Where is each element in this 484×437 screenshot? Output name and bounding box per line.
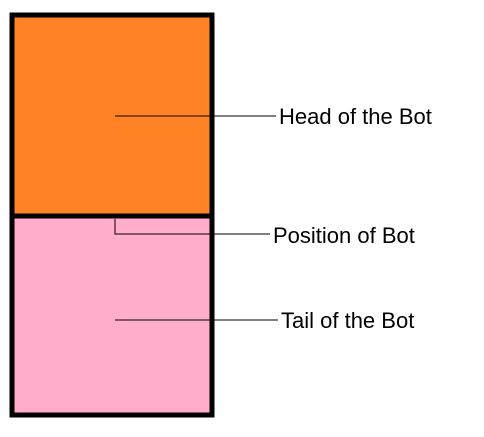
tail-block	[9, 213, 215, 418]
tail-label: Tail of the Bot	[281, 308, 414, 333]
head-label: Head of the Bot	[279, 104, 432, 129]
position-label: Position of Bot	[273, 223, 415, 248]
position-leader-line	[114, 219, 270, 235]
